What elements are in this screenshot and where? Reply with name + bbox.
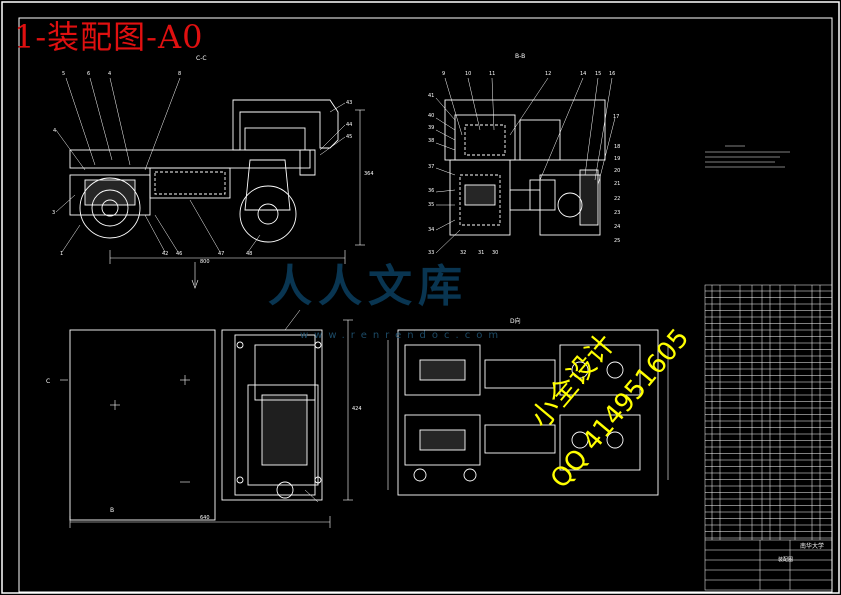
bb-part-number: 39 — [428, 125, 434, 131]
d-view-label: D向 — [510, 317, 521, 325]
title-block-drawing: 装配图 — [778, 557, 794, 563]
bb-part-number: 17 — [613, 114, 619, 120]
bb-part-number: 34 — [428, 227, 434, 233]
bb-part-number: 35 — [428, 202, 434, 208]
bb-part-number: 11 — [489, 71, 495, 77]
technical-requirements — [705, 145, 790, 168]
bb-part-number: 12 — [545, 71, 551, 77]
bb-part-number: 41 — [428, 93, 434, 99]
bb-part-number: 32 — [460, 250, 466, 256]
bb-part-number: 16 — [609, 71, 615, 77]
watermark-logo-text: 人人文库 — [268, 261, 468, 312]
cc-part-number: 45 — [346, 134, 352, 140]
bb-part-number: 10 — [465, 71, 471, 77]
bb-part-number: 31 — [478, 250, 484, 256]
cc-part-number: 1 — [60, 251, 63, 257]
bb-part-number: 40 — [428, 113, 434, 119]
cc-dim-height: 364 — [364, 171, 374, 177]
title-block-school: 南华大学 — [800, 543, 825, 550]
watermark-url: www.renrendoc.com — [300, 330, 505, 341]
bb-part-number: 38 — [428, 138, 434, 144]
cc-part-number: 6 — [87, 71, 90, 77]
bb-part-number: 24 — [614, 224, 620, 230]
bb-part-number: 21 — [614, 181, 620, 187]
plan-section-c: C — [46, 378, 50, 385]
bb-part-number: 15 — [595, 71, 601, 77]
bb-view-label: B-B — [515, 53, 525, 60]
bb-part-number: 19 — [614, 156, 620, 162]
bb-part-number: 18 — [614, 144, 620, 150]
cc-part-number: 46 — [176, 251, 182, 257]
bb-part-number: 22 — [614, 196, 620, 202]
cc-part-number: 4 — [108, 71, 111, 77]
cc-part-number: 47 — [218, 251, 224, 257]
view-d — [387, 329, 669, 496]
view-cc — [55, 77, 365, 289]
cc-part-number: 8 — [178, 71, 181, 77]
cc-part-number: 44 — [346, 122, 352, 128]
table-cell — [704, 284, 833, 591]
cc-part-number: 43 — [346, 100, 352, 106]
bb-part-number: 9 — [442, 71, 445, 77]
plan-dim-height: 424 — [352, 406, 362, 412]
bb-part-number: 14 — [580, 71, 586, 77]
cc-view-label: C-C — [196, 55, 207, 62]
cc-part-number: 42 — [162, 251, 168, 257]
cc-part-number: 4 — [53, 128, 56, 134]
view-bb — [435, 77, 616, 254]
bb-part-number: 30 — [492, 250, 498, 256]
bb-part-number: 23 — [614, 210, 620, 216]
plan-dim-width: 640 — [200, 515, 210, 521]
drawing-title: 1-装配图-A0 — [14, 18, 204, 56]
bb-part-number: 36 — [428, 188, 434, 194]
bb-part-number: 33 — [428, 250, 434, 256]
bb-part-number: 37 — [428, 164, 434, 170]
plan-section-b: B — [110, 507, 114, 514]
parts-list-table — [704, 284, 833, 591]
bb-part-number: 20 — [614, 168, 620, 174]
bb-part-number: 25 — [614, 238, 620, 244]
cc-part-number: 3 — [52, 210, 55, 216]
cc-part-number: 5 — [62, 71, 65, 77]
view-plan — [60, 309, 353, 528]
cc-part-number: 48 — [246, 251, 252, 257]
cc-dim-width: 800 — [200, 259, 210, 265]
